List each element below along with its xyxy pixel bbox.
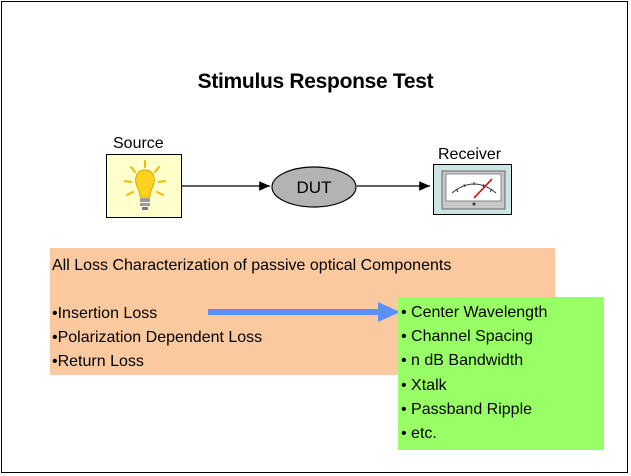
lightbulb-icon (124, 160, 166, 210)
receiver-label: Receiver (438, 146, 502, 163)
results-item: • Channel Spacing (401, 328, 533, 345)
results-item: • etc. (401, 425, 437, 442)
results-panel (398, 297, 604, 450)
results-item: • Passband Ripple (401, 401, 533, 418)
panel-item: •Return Loss (52, 353, 144, 370)
panel-item: •Insertion Loss (52, 305, 158, 322)
results-item: • n dB Bandwidth (401, 352, 524, 369)
results-item: • Center Wavelength (401, 304, 548, 321)
source-label: Source (113, 135, 164, 152)
analog-meter-icon (441, 170, 506, 210)
panel-heading: All Loss Characterization of passive opt… (52, 257, 452, 274)
results-item: • Xtalk (401, 377, 447, 394)
receiver-box (433, 164, 512, 215)
source-box (106, 154, 182, 218)
slide-title: Stimulus Response Test (197, 70, 434, 93)
panel-item: •Polarization Dependent Loss (52, 329, 263, 346)
